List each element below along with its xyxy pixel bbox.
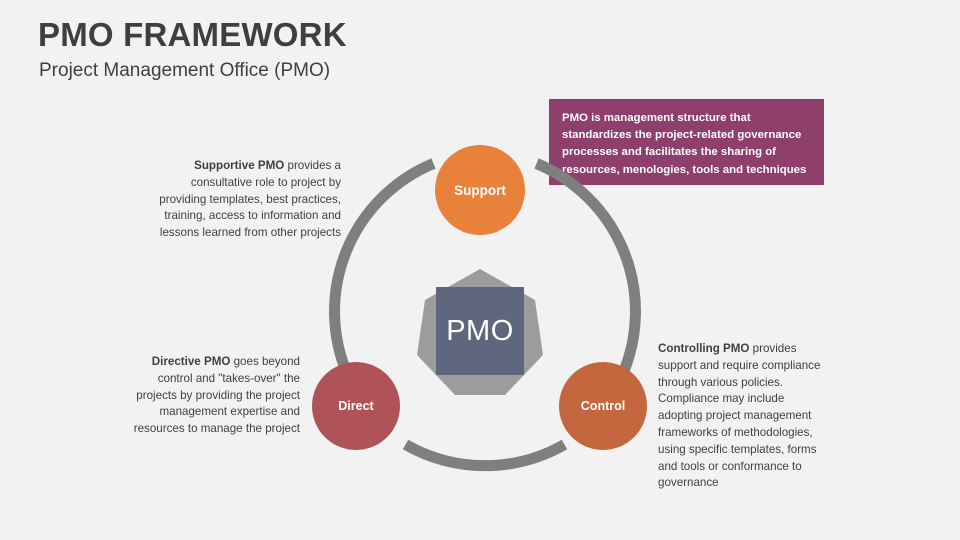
pmo-definition-text: PMO is management structure that standar… [562,112,807,176]
node-control-label: Control [580,399,626,413]
ring-arcs-svg [329,158,641,472]
arc-control-to-direct [402,439,568,472]
description-supportive: Supportive PMO provides a consultative r… [141,158,341,242]
description-directive-lead: Directive PMO [151,355,231,368]
node-direct-label: Direct [338,399,374,413]
pmo-center-emblem: PMO [415,267,545,397]
description-supportive-lead: Supportive PMO [194,159,285,172]
node-support-label: Support [454,182,506,198]
description-supportive-body: provides a consultative role to project … [159,159,341,240]
arc-support-to-control [534,158,641,377]
description-controlling-body: provides support and require compliance … [658,342,821,490]
pmo-cycle-ring [310,140,660,490]
description-directive: Directive PMO goes beyond control and "t… [128,354,300,438]
page-subtitle: Project Management Office (PMO) [39,60,331,81]
pmo-center-square: PMO [436,287,524,375]
node-support[interactable]: Support [435,145,525,235]
description-controlling: Controlling PMO provides support and req… [658,341,822,492]
node-direct[interactable]: Direct [312,362,400,450]
description-directive-body: goes beyond control and "takes-over" the… [133,355,300,436]
pmo-definition-callout: PMO is management structure that standar… [549,99,824,185]
node-control[interactable]: Control [559,362,647,450]
arc-direct-to-support [329,158,436,377]
description-controlling-lead: Controlling PMO [658,342,750,355]
page-title: PMO FRAMEWORK [38,16,347,53]
pmo-center-label: PMO [446,314,514,347]
